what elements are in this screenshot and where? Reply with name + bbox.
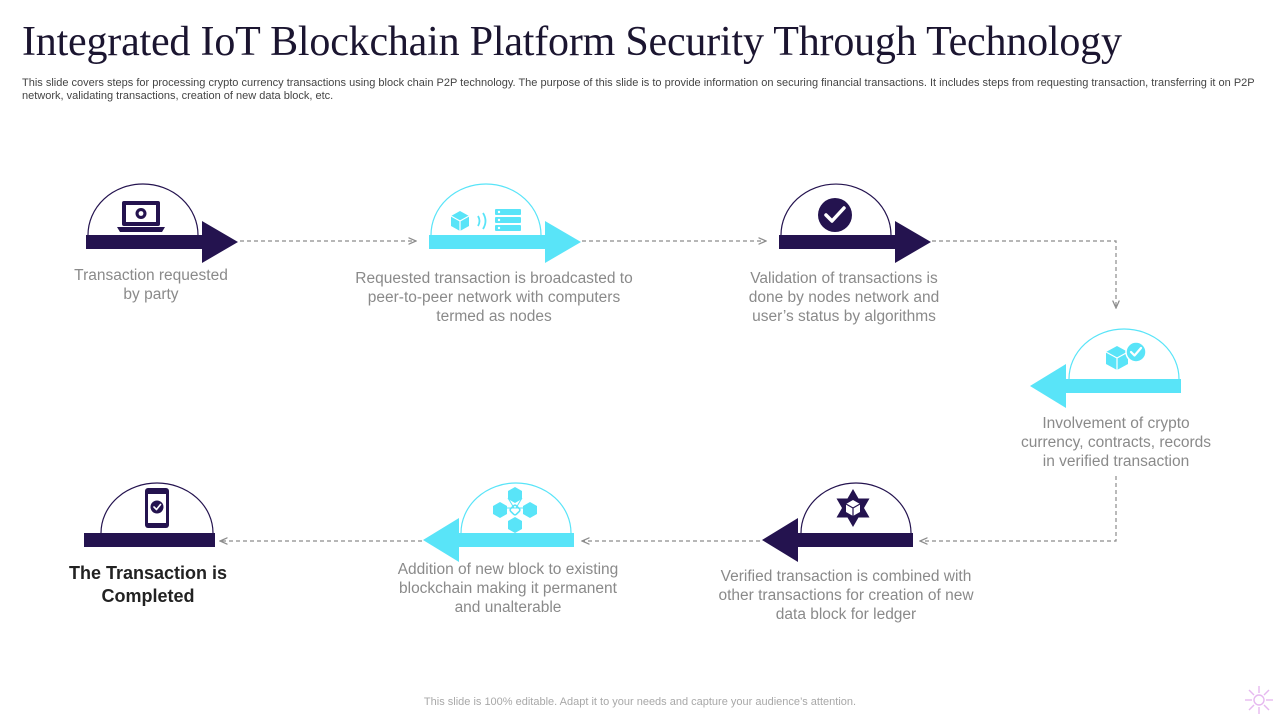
connectors: [220, 241, 1116, 541]
connector-3-4: [932, 240, 1116, 308]
step-1-marker: [86, 183, 238, 263]
step-5-text: Verified transaction is combined with ot…: [718, 568, 974, 623]
laptop-icon: [117, 201, 165, 232]
mobile-check-icon: [145, 488, 169, 528]
step-2-arrow: [429, 221, 581, 263]
footer-note: This slide is 100% editable. Adapt it to…: [423, 696, 857, 708]
step-2-text: Requested transaction is broadcasted to …: [355, 270, 633, 325]
step-7-bar: [84, 533, 215, 547]
step-2-marker: [429, 183, 581, 263]
step-7-marker: [84, 482, 215, 547]
sparkle-logo-icon: [1245, 686, 1273, 714]
step-6-marker: [423, 482, 574, 562]
connector-4-5: [920, 476, 1117, 541]
step-3-arrow: [779, 221, 931, 263]
step-4-arrow: [1030, 364, 1181, 408]
step-2-dome: [430, 183, 542, 236]
step-5-marker: [762, 482, 913, 562]
step-3-marker: [779, 183, 931, 263]
page-subtitle: This slide covers steps for processing c…: [22, 77, 1255, 102]
star-cube-icon: [836, 489, 870, 527]
step-1-text: Transaction requested by party: [74, 267, 228, 303]
blockchain-icon: [493, 487, 537, 533]
network-nodes-icon: [450, 209, 521, 231]
page-title: Integrated IoT Blockchain Platform Secur…: [22, 19, 1122, 65]
step-6-text: Addition of new block to existing blockc…: [397, 561, 619, 616]
checkmark-icon: [818, 198, 852, 232]
step-4-marker: [1030, 328, 1181, 408]
step-4-text: Involvement of crypto currency, contract…: [1020, 415, 1212, 470]
verified-blocks-icon: [1105, 341, 1147, 370]
step-7-text: The Transaction is Completed: [68, 563, 228, 606]
step-6-arrow: [423, 518, 574, 562]
step-3-text: Validation of transactions is done by no…: [748, 270, 940, 325]
step-1-arrow: [86, 221, 238, 263]
step-5-arrow: [762, 518, 913, 562]
